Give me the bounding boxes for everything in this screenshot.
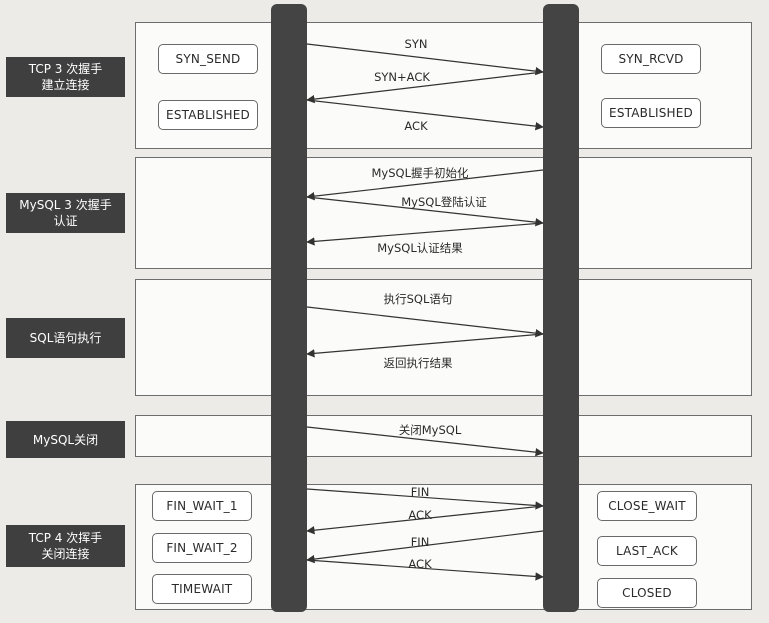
phase-label-sql: SQL语句执行 xyxy=(6,318,125,358)
message-arrow-9 xyxy=(306,426,544,457)
phase-label-close: MySQL关闭 xyxy=(6,421,125,458)
message-arrow-10 xyxy=(306,488,544,510)
phase-label-tcp3: TCP 3 次握手 建立连接 xyxy=(6,57,125,97)
message-arrow-5 xyxy=(306,196,544,227)
server-state-closed: CLOSED xyxy=(597,578,697,608)
message-label-9: 关闭MySQL xyxy=(399,423,462,437)
message-label-4: MySQL握手初始化 xyxy=(372,166,469,180)
message-label-3: ACK xyxy=(404,119,428,133)
message-arrow-2 xyxy=(306,71,544,104)
message-arrow-4 xyxy=(306,169,544,201)
phase-box-sql xyxy=(135,279,752,396)
server-state-established: ESTABLISHED xyxy=(601,98,701,128)
server-state-syn-rcvd: SYN_RCVD xyxy=(601,44,701,74)
client-lifeline xyxy=(271,4,307,612)
message-label-2: SYN+ACK xyxy=(374,70,430,84)
message-arrow-3 xyxy=(306,99,544,131)
message-arrow-13 xyxy=(306,559,544,581)
client-state-timewait: TIMEWAIT xyxy=(152,574,252,604)
phase-box-auth xyxy=(135,157,752,269)
phase-label-tcp4: TCP 4 次挥手 关闭连接 xyxy=(6,525,125,567)
client-state-syn-send: SYN_SEND xyxy=(158,44,258,74)
message-label-12: FIN xyxy=(411,535,430,549)
message-arrow-11 xyxy=(306,505,544,535)
message-arrow-6 xyxy=(306,222,544,246)
message-arrow-12 xyxy=(306,530,544,564)
message-label-13: ACK xyxy=(408,557,432,571)
client-state-established: ESTABLISHED xyxy=(158,100,258,130)
message-arrow-8 xyxy=(306,333,544,358)
client-state-fin-wait-1: FIN_WAIT_1 xyxy=(152,491,252,521)
message-label-8: 返回执行结果 xyxy=(384,356,453,370)
client-state-fin-wait-2: FIN_WAIT_2 xyxy=(152,533,252,563)
message-label-11: ACK xyxy=(408,508,432,522)
server-state-close-wait: CLOSE_WAIT xyxy=(597,491,697,521)
phase-label-auth: MySQL 3 次握手 认证 xyxy=(6,193,125,233)
message-arrow-7 xyxy=(306,306,544,338)
message-arrow-1 xyxy=(306,43,544,76)
message-label-6: MySQL认证结果 xyxy=(377,241,463,255)
message-label-10: FIN xyxy=(411,485,430,499)
phase-box-close xyxy=(135,415,752,457)
server-state-last-ack: LAST_ACK xyxy=(597,536,697,566)
message-label-1: SYN xyxy=(405,37,428,51)
server-lifeline xyxy=(543,4,579,612)
message-label-5: MySQL登陆认证 xyxy=(401,195,487,209)
message-label-7: 执行SQL语句 xyxy=(384,292,453,306)
